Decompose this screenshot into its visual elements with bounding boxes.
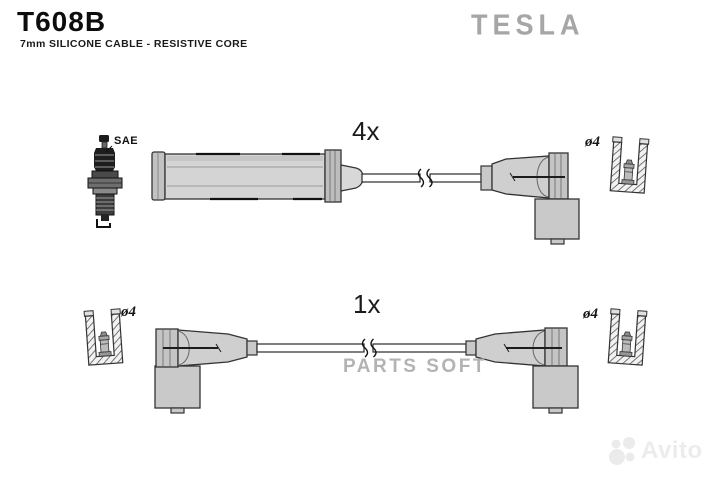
cable-wire-1x xyxy=(256,338,467,358)
connector-cross-section-icon xyxy=(606,308,648,366)
diameter-label: ø4 xyxy=(585,134,600,150)
sae-pointer-line xyxy=(105,145,113,153)
spark-plug-icon xyxy=(87,135,123,228)
part-description: 7mm SILICONE CABLE - RESISTIVE CORE xyxy=(20,38,248,50)
straight-boot-illustration xyxy=(151,149,364,203)
angled-boot-right-illustration xyxy=(465,327,579,414)
avito-watermark-text: Avito xyxy=(641,437,703,464)
connector-cross-section-icon xyxy=(83,308,125,366)
quantity-label-4x: 4x xyxy=(352,116,380,146)
cable-break-icon xyxy=(361,338,377,358)
cable-break-icon xyxy=(417,168,433,188)
part-number: T608B xyxy=(17,6,107,37)
sae-label: SAE xyxy=(114,135,139,147)
quantity-label-1x: 1x xyxy=(353,289,381,319)
connector-cross-section-icon xyxy=(608,136,650,194)
avito-watermark: Avito xyxy=(608,436,703,466)
diameter-label: ø4 xyxy=(583,306,598,322)
angled-boot-illustration xyxy=(480,152,580,245)
avito-logo-icon xyxy=(609,437,635,465)
diameter-label: ø4 xyxy=(121,304,136,320)
tesla-brand-logo: TESLA xyxy=(471,9,585,41)
parts-soft-watermark: PARTS SOFT xyxy=(343,356,487,377)
cable-wire-4x xyxy=(361,168,482,188)
angled-boot-left-illustration xyxy=(154,328,258,414)
